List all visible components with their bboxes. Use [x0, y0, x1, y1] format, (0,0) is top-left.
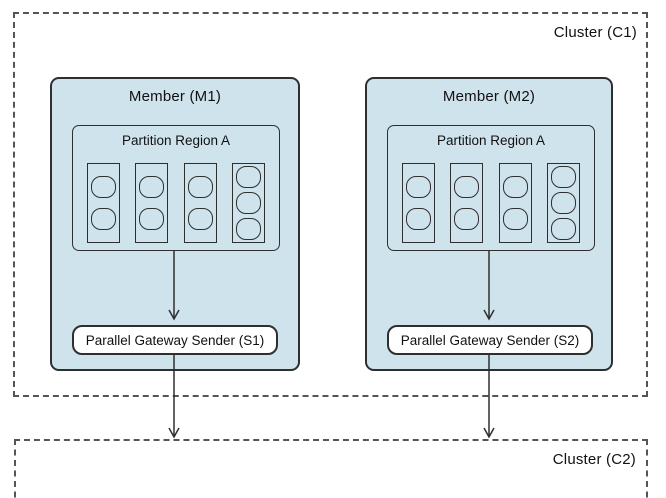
member-m2-partition-region: Partition Region A: [387, 125, 595, 251]
bucket: [406, 176, 431, 198]
bucket: [406, 208, 431, 230]
bucket: [235, 192, 261, 214]
bucket-bar: [450, 163, 484, 243]
bucket-bar: [498, 163, 532, 243]
bucket: [235, 166, 261, 188]
member-m2-bucket-bars: [388, 163, 594, 243]
bucket-bar: [183, 163, 217, 243]
bucket: [454, 208, 480, 230]
member-m2-title: Member (M2): [442, 88, 536, 105]
bucket: [550, 218, 576, 240]
bucket: [91, 176, 116, 198]
bucket-bar: [546, 163, 580, 243]
bucket: [187, 208, 213, 230]
member-m1-partition-title: Partition Region A: [121, 133, 231, 148]
cluster-c2-box: Cluster (C2): [14, 439, 648, 498]
member-m1-bucket-bars: [73, 163, 279, 243]
member-m1-box: Member (M1) Partition Region A Parallel …: [50, 77, 300, 371]
bucket: [550, 166, 576, 188]
member-m2-partition-title: Partition Region A: [436, 133, 546, 148]
bucket: [502, 208, 528, 230]
member-m2-box: Member (M2) Partition Region A Parallel …: [365, 77, 613, 371]
bucket: [454, 176, 480, 198]
member-m1-partition-region: Partition Region A: [72, 125, 280, 251]
bucket-bar: [402, 163, 435, 243]
bucket: [91, 208, 116, 230]
member-m1-gateway-sender-label: Parallel Gateway Sender (S1): [85, 332, 265, 348]
cluster-c2-label: Cluster (C2): [552, 451, 636, 468]
member-m1-gateway-sender: Parallel Gateway Sender (S1): [72, 325, 278, 355]
cluster-c1-box: Cluster (C1): [13, 12, 648, 397]
cluster-c1-label: Cluster (C1): [553, 24, 637, 41]
bucket-bar: [135, 163, 169, 243]
bucket-bar: [231, 163, 265, 243]
bucket: [139, 208, 165, 230]
bucket: [139, 176, 165, 198]
bucket: [235, 218, 261, 240]
bucket: [187, 176, 213, 198]
bucket: [502, 176, 528, 198]
member-m2-gateway-sender: Parallel Gateway Sender (S2): [387, 325, 593, 355]
bucket-bar: [87, 163, 120, 243]
member-m2-gateway-sender-label: Parallel Gateway Sender (S2): [400, 332, 580, 348]
bucket: [550, 192, 576, 214]
member-m1-title: Member (M1): [128, 88, 222, 105]
